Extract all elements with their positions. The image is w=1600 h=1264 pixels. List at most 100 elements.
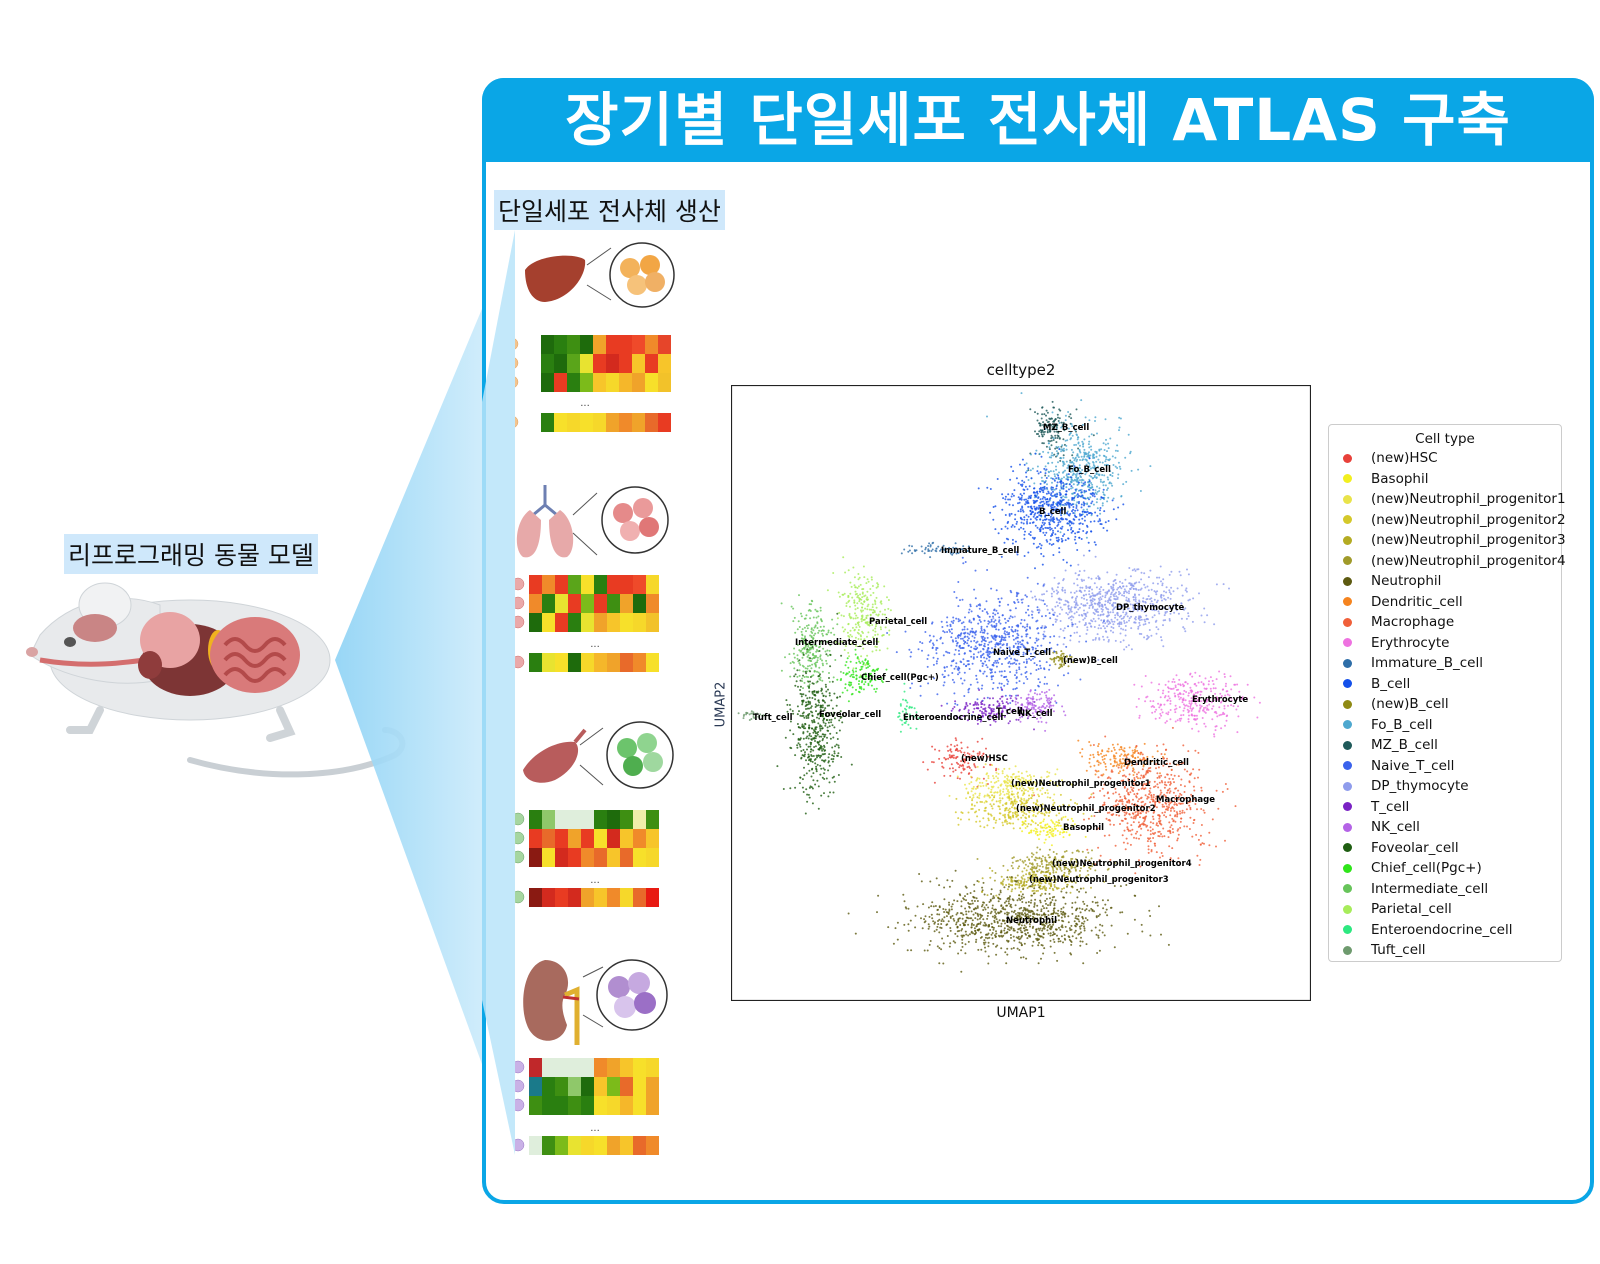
scatter-point: [1012, 653, 1015, 656]
scatter-point: [1115, 752, 1118, 755]
scatter-point: [1167, 596, 1170, 599]
scatter-point: [1051, 428, 1054, 431]
scatter-point: [1070, 531, 1073, 534]
scatter-point: [1159, 595, 1162, 598]
scatter-point: [1140, 578, 1143, 581]
scatter-point: [1019, 508, 1022, 511]
scatter-point: [908, 544, 911, 547]
scatter-point: [884, 626, 887, 629]
scatter-point: [955, 662, 958, 665]
scatter-point: [992, 777, 995, 780]
scatter-point: [1152, 700, 1155, 703]
scatter-point: [1118, 426, 1121, 429]
scatter-point: [1087, 586, 1090, 589]
scatter-point: [984, 709, 987, 712]
scatter-point: [1196, 691, 1199, 694]
scatter-point: [1070, 465, 1073, 468]
scatter-point: [1150, 600, 1153, 603]
scatter-point: [1029, 510, 1032, 512]
scatter-point: [1035, 669, 1038, 671]
scatter-point: [1159, 712, 1162, 715]
scatter-point: [1106, 619, 1109, 622]
scatter-point: [1050, 454, 1053, 457]
scatter-point: [1023, 463, 1026, 466]
scatter-point: [1174, 704, 1177, 707]
scatter-point: [1094, 416, 1097, 419]
scatter-point: [1121, 594, 1124, 597]
scatter-point: [911, 552, 914, 555]
scatter-point: [821, 753, 824, 756]
scatter-point: [832, 758, 835, 760]
scatter-point: [1075, 433, 1078, 436]
scatter-point: [1054, 475, 1056, 478]
scatter-point: [1178, 570, 1181, 573]
scatter-point: [1030, 494, 1033, 497]
scatter-point: [1132, 585, 1135, 588]
scatter-point: [858, 625, 861, 628]
scatter-point: [1073, 444, 1076, 446]
scatter-point: [1113, 760, 1116, 763]
scatter-point: [1031, 467, 1034, 470]
scatter-point: [1099, 478, 1102, 481]
scatter-point: [1028, 701, 1031, 704]
scatter-point: [1062, 421, 1065, 424]
scatter-point: [1052, 437, 1055, 440]
scatter-point: [936, 693, 939, 696]
scatter-point: [1026, 488, 1029, 491]
scatter-point: [1038, 430, 1041, 433]
scatter-point: [1014, 674, 1016, 677]
scatter-point: [1040, 455, 1043, 458]
scatter-point: [1071, 454, 1074, 457]
scatter-point: [1139, 619, 1141, 622]
scatter-point: [897, 716, 900, 718]
scatter-point: [816, 670, 818, 673]
scatter-point: [1138, 632, 1141, 635]
scatter-point: [980, 627, 983, 630]
scatter-point: [1037, 632, 1040, 635]
scatter-point: [1090, 514, 1093, 517]
scatter-point: [818, 747, 821, 750]
scatter-point: [1118, 416, 1121, 419]
scatter-point: [1071, 596, 1074, 599]
scatter-point: [977, 687, 980, 690]
scatter-point: [817, 671, 820, 674]
scatter-point: [1206, 707, 1209, 710]
scatter-point: [1021, 458, 1024, 461]
scatter-point: [1150, 588, 1153, 591]
scatter-point: [802, 714, 805, 717]
ellipsis-2: ...: [590, 639, 600, 650]
scatter-point: [811, 727, 814, 730]
scatter-point: [1026, 522, 1029, 525]
scatter-point: [1043, 508, 1046, 511]
scatter-point: [1081, 748, 1084, 751]
scatter-point: [831, 754, 834, 757]
scatter-point: [1030, 659, 1032, 662]
scatter-point: [1022, 644, 1025, 647]
scatter-point: [1097, 753, 1100, 756]
scatter-point: [801, 754, 804, 757]
scatter-point: [1119, 580, 1121, 583]
scatter-point: [966, 746, 969, 749]
scatter-point: [812, 779, 815, 782]
scatter-point: [1052, 439, 1055, 441]
scatter-point: [784, 736, 787, 739]
scatter-point: [1096, 760, 1099, 763]
scatter-point: [1050, 503, 1053, 506]
scatter-point: [1050, 647, 1053, 650]
scatter-point: [1066, 601, 1069, 603]
scatter-point: [1109, 599, 1112, 602]
scatter-point: [1148, 629, 1151, 631]
scatter-point: [1061, 659, 1064, 662]
scatter-point: [1101, 595, 1104, 598]
scatter-point: [817, 615, 820, 618]
scatter-point: [1065, 493, 1068, 496]
scatter-point: [1036, 526, 1039, 529]
scatter-point: [987, 787, 990, 790]
scatter-point: [806, 697, 809, 700]
scatter-point: [1207, 683, 1210, 686]
scatter-point: [1058, 519, 1061, 522]
scatter-point: [1038, 542, 1041, 545]
scatter-point: [798, 626, 801, 628]
scatter-point: [1036, 465, 1039, 468]
scatter-point: [1087, 485, 1090, 488]
